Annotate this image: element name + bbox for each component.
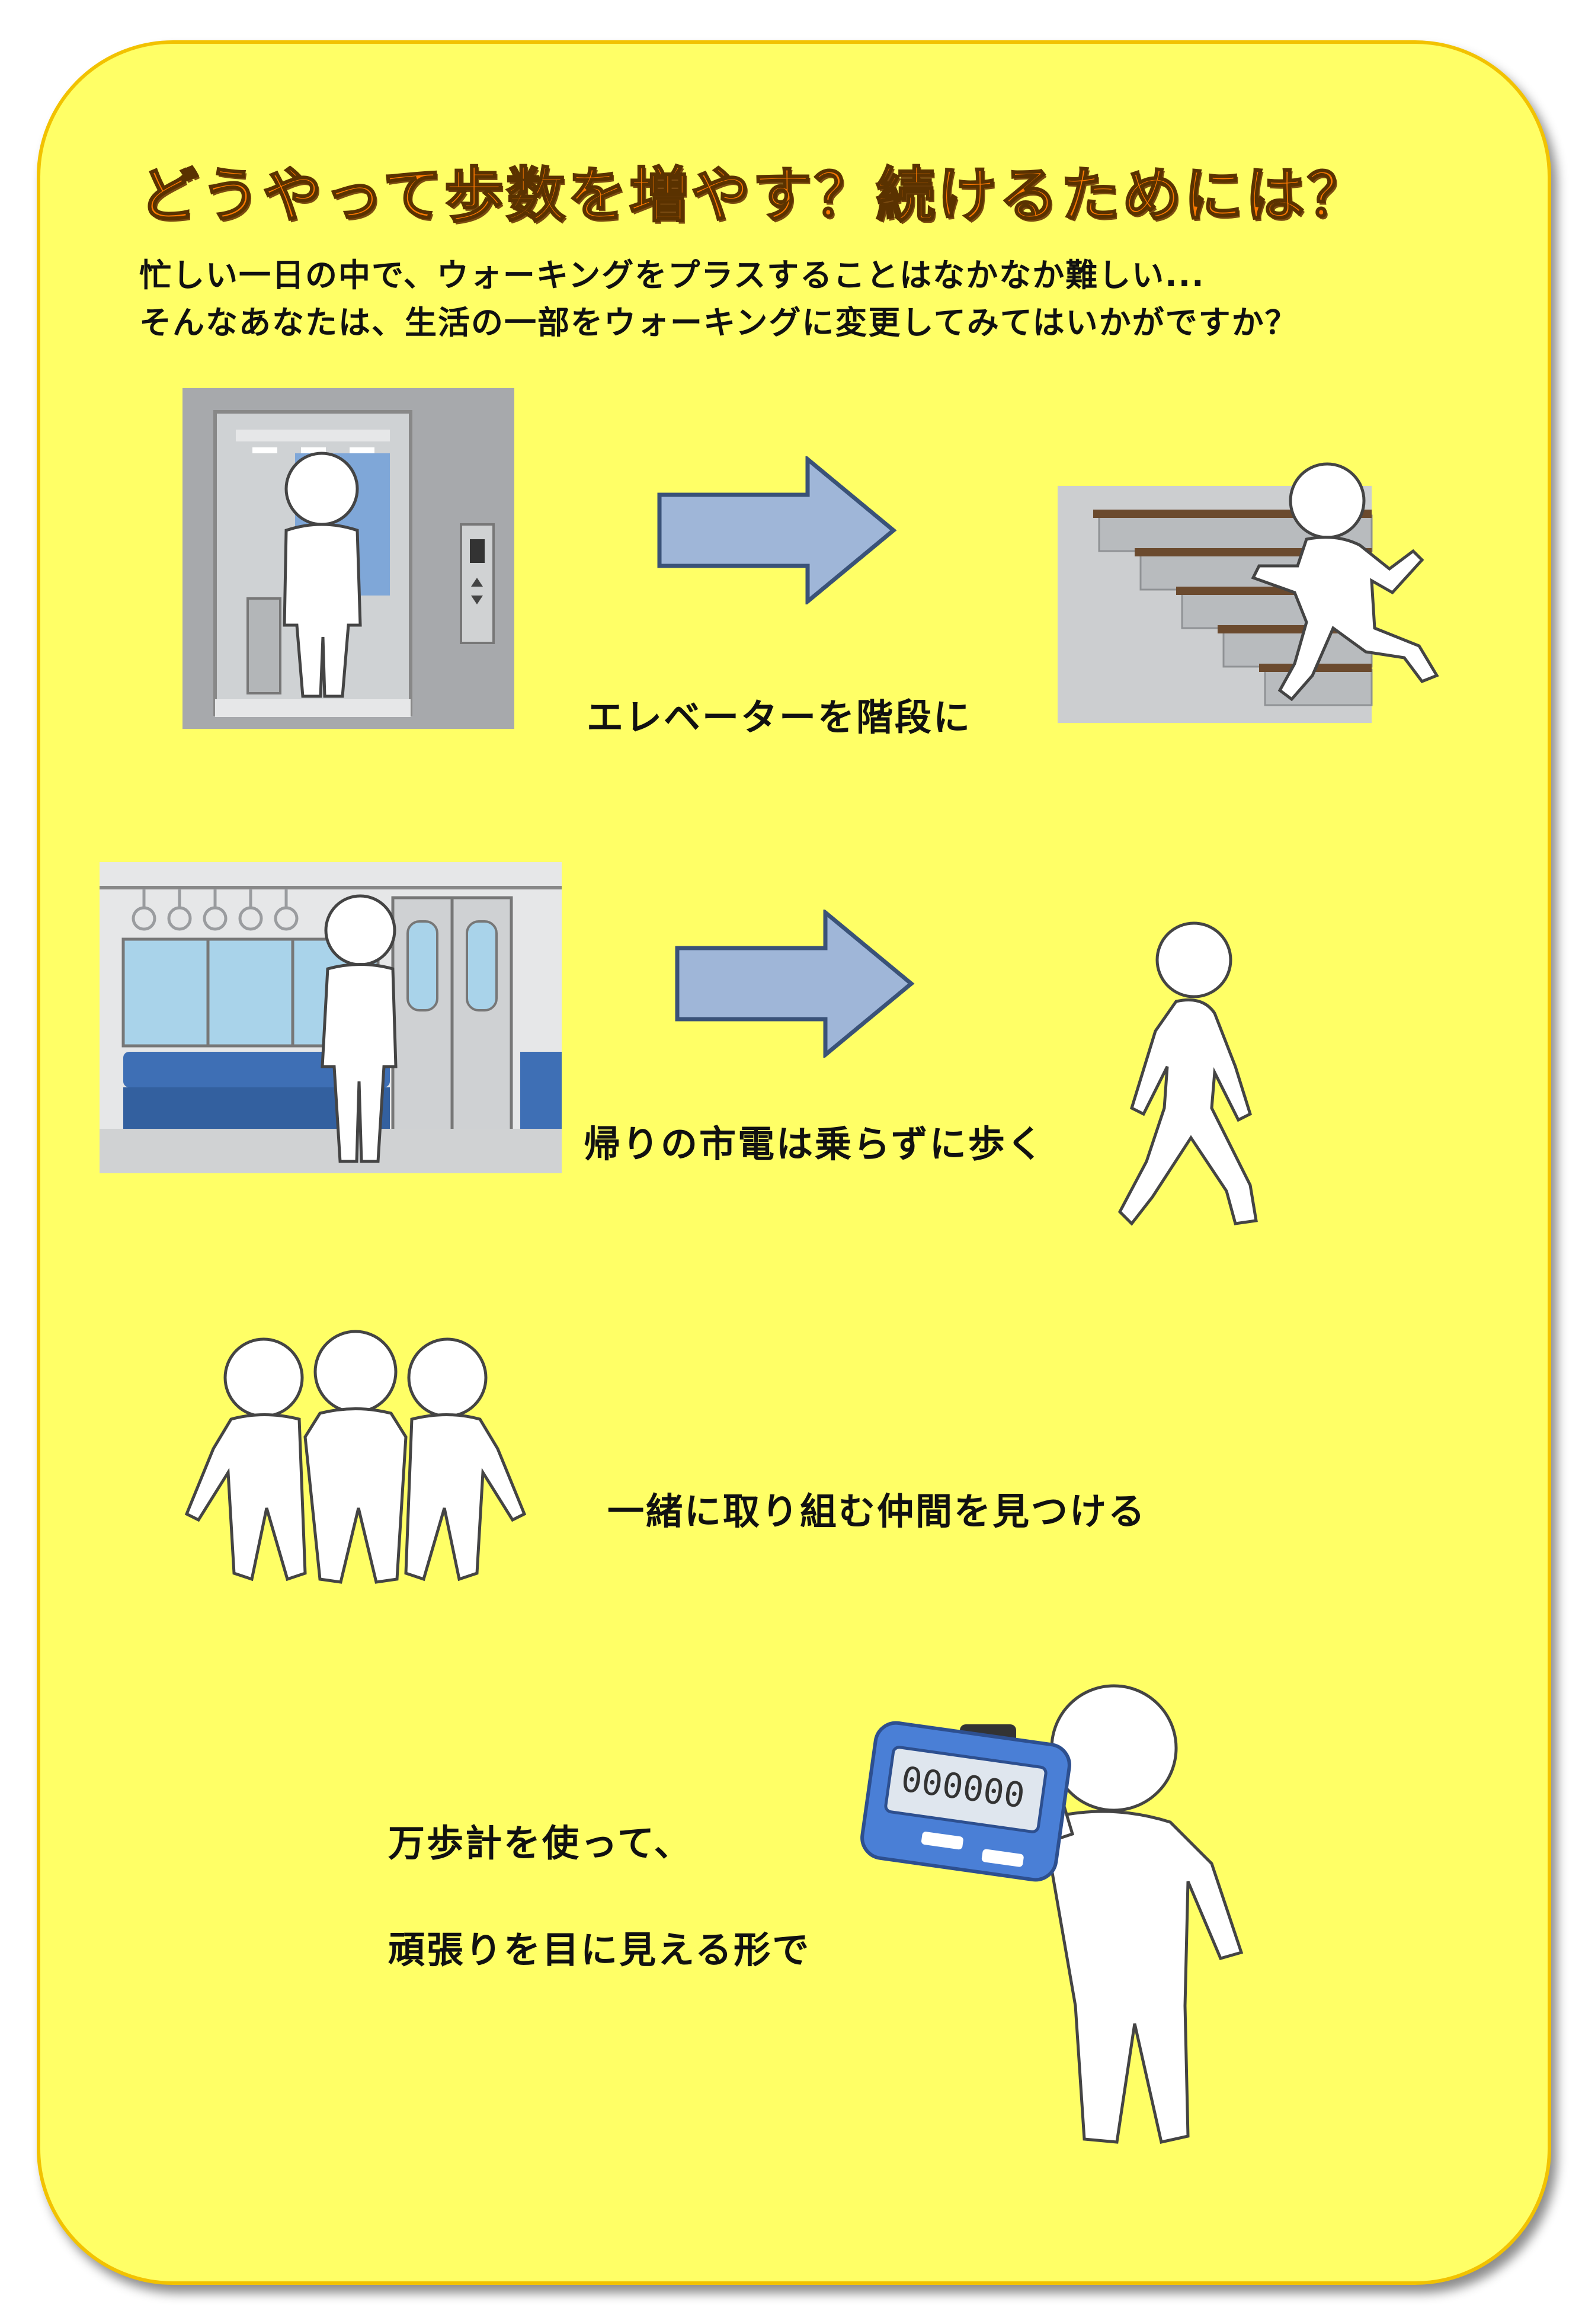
tip-label-pedometer-1: 万歩計を使って、 xyxy=(388,1822,693,1865)
arrow-right-icon xyxy=(674,910,917,1058)
elevator-icon xyxy=(182,388,514,729)
tip-label-stairs: エレベーターを階段に xyxy=(587,696,972,739)
train-icon xyxy=(100,862,562,1173)
pedometer-person-icon: 000000 xyxy=(856,1668,1283,2160)
three-friends-icon xyxy=(181,1324,530,1597)
tip-label-pedometer-2: 頑張りを目に見える形で xyxy=(388,1928,811,1971)
intro-line-1: 忙しい一日の中で、ウォーキングをプラスすることはなかなか難しい... xyxy=(139,257,1205,294)
page-title: どうやって歩数を増やす？続けるためには？ xyxy=(139,160,1369,231)
arrow-right-icon xyxy=(657,456,899,604)
walking-person-icon xyxy=(1108,918,1262,1233)
stairs-icon xyxy=(1058,450,1466,723)
intro-line-2: そんなあなたは、生活の一部をウォーキングに変更してみてはいかがですか？ xyxy=(139,304,1298,341)
tip-label-walk: 帰りの市電は乗らずに歩く xyxy=(584,1122,1045,1166)
tip-label-friends: 一緒に取り組む仲間を見つける xyxy=(607,1490,1147,1533)
